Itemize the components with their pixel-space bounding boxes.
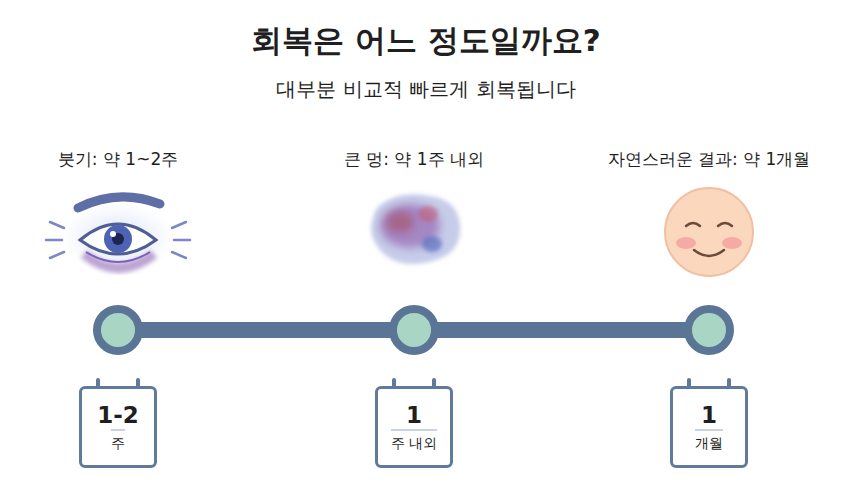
duration-number: 1-2 xyxy=(97,401,139,429)
title: 회복은 어느 정도일까요? xyxy=(251,20,601,62)
swollen-eye-icon xyxy=(46,197,190,274)
duration-unit: 주 내외 xyxy=(391,429,437,453)
stage-heading: 큰 멍: 약 1주 내외 xyxy=(344,148,484,171)
smiling-face-icon xyxy=(665,188,753,276)
calendar-box: 1-2주 xyxy=(79,386,157,468)
duration-number: 1 xyxy=(701,401,717,429)
duration-unit: 주 xyxy=(111,429,125,453)
timeline xyxy=(97,309,730,351)
bruise-icon xyxy=(371,194,460,264)
stage-heading: 붓기: 약 1~2주 xyxy=(58,148,178,171)
stage-heading: 자연스러운 결과: 약 1개월 xyxy=(608,148,811,171)
subtitle: 대부분 비교적 빠르게 회복됩니다 xyxy=(276,76,575,103)
calendar-box: 1주 내외 xyxy=(375,386,453,468)
calendar-box: 1개월 xyxy=(670,386,748,468)
duration-unit: 개월 xyxy=(695,429,723,453)
duration-number: 1 xyxy=(406,401,422,429)
